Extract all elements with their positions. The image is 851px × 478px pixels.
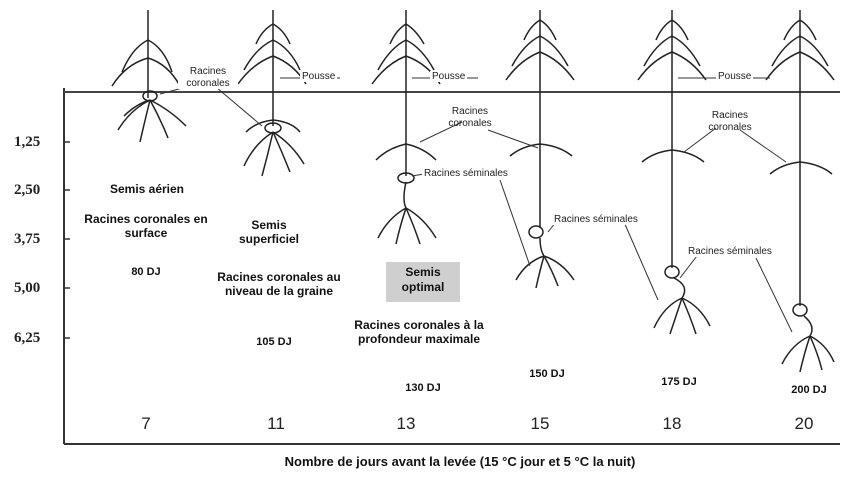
day-label: 18 (652, 414, 692, 434)
stage-2-dj: 105 DJ (244, 336, 304, 349)
racines-coronales-label: Racines coronales (178, 66, 238, 89)
pousse-label: Pousse (716, 71, 753, 82)
plant-day-7 (112, 10, 186, 142)
y-tick-label: 6,25 (14, 330, 40, 347)
y-tick-label: 3,75 (14, 231, 40, 248)
stage-1-subtitle: Racines coronales en surface (82, 212, 210, 241)
stage-2-subtitle: Racines coronales au niveau de la graine (204, 270, 354, 299)
stage-6-dj: 200 DJ (774, 384, 844, 397)
day-label: 20 (784, 414, 824, 434)
stage-2-title: Semis superficiel (232, 218, 306, 247)
stage-1-title: Semis aérien (92, 182, 202, 196)
stage-3-dj: 130 DJ (388, 382, 458, 395)
racines-coronales-label: Racines coronales (700, 110, 760, 133)
pousse-label: Pousse (300, 71, 337, 82)
plant-day-20 (766, 10, 834, 372)
day-label: 13 (386, 414, 426, 434)
day-label: 15 (520, 414, 560, 434)
y-tick-label: 2,50 (14, 182, 40, 199)
y-tick-label: 5,00 (14, 280, 40, 297)
y-tick-label: 1,25 (14, 134, 40, 151)
racines-seminales-label: Racines séminales (422, 168, 510, 179)
day-label: 11 (256, 414, 296, 434)
stage-1-dj: 80 DJ (116, 266, 176, 279)
stage-3-title: Semis optimal (386, 262, 460, 302)
stage-4-dj: 150 DJ (512, 368, 582, 381)
stage-3-subtitle: Racines coronales à la profondeur maxima… (346, 318, 492, 347)
pousse-label: Pousse (430, 71, 467, 82)
plant-day-18 (638, 10, 710, 334)
stage-5-dj: 175 DJ (644, 376, 714, 389)
plant-day-15 (506, 10, 574, 288)
day-label: 7 (126, 414, 166, 434)
racines-coronales-label: Racines coronales (440, 106, 500, 129)
racines-seminales-label: Racines séminales (552, 214, 640, 225)
plant-day-13 (372, 10, 440, 244)
x-axis-caption: Nombre de jours avant la levée (15 °C jo… (150, 454, 770, 470)
racines-seminales-label: Racines séminales (686, 246, 774, 257)
